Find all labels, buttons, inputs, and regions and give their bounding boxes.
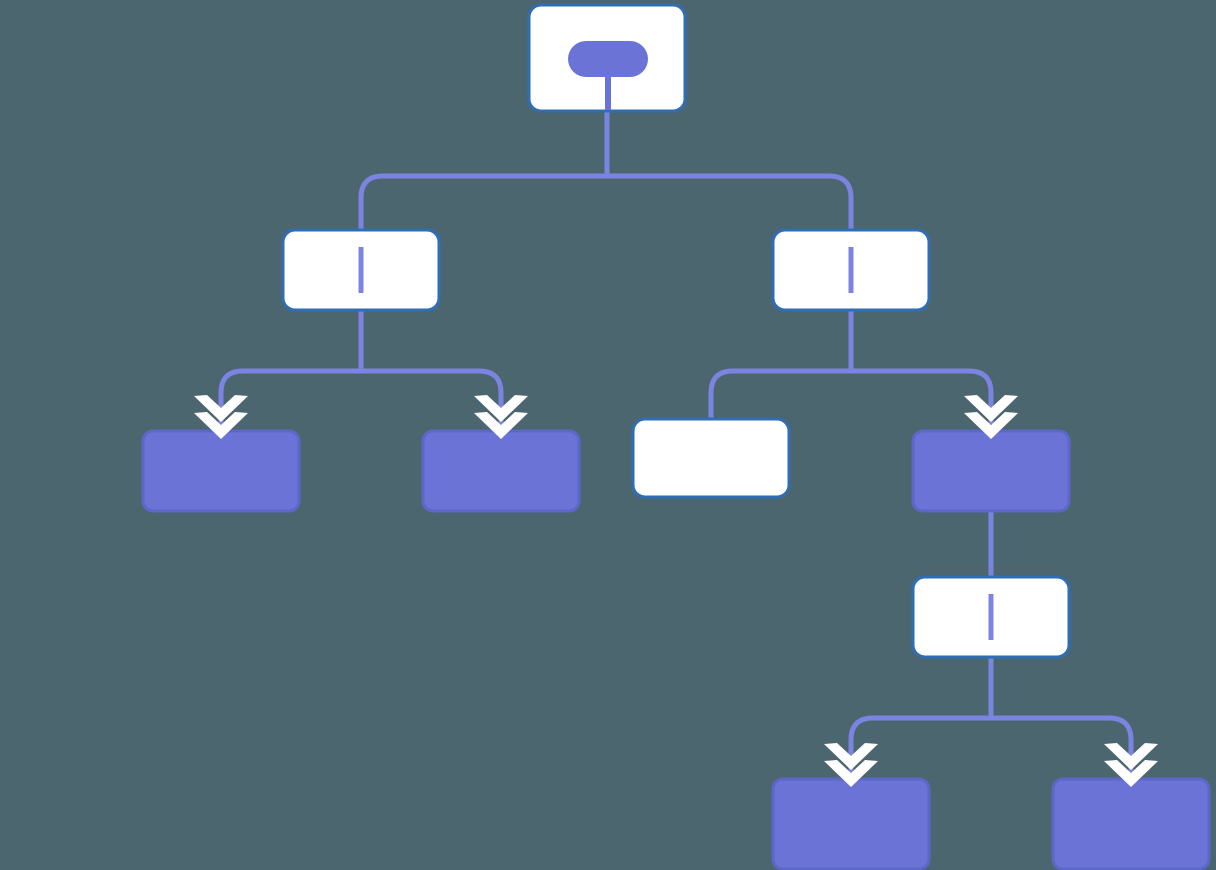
nodes-layer <box>141 3 1211 870</box>
chevron-upper-icon <box>474 395 528 422</box>
chevron-upper-icon <box>194 395 248 422</box>
chevron-upper-icon <box>1104 743 1158 770</box>
node-box[interactable] <box>911 429 1071 513</box>
arrow-marker-bottom-2 <box>1104 743 1158 787</box>
chevron-upper-icon <box>824 743 878 770</box>
chevron-lower-icon <box>474 412 528 439</box>
arrow-marker-leaf-2 <box>474 395 528 439</box>
level3-leaf-2[interactable] <box>421 429 581 513</box>
edge-left-to-leaves <box>218 311 504 430</box>
node-box[interactable] <box>1051 777 1211 870</box>
level3-branch-node[interactable] <box>911 429 1071 513</box>
chevron-lower-icon <box>824 760 878 787</box>
root-pill-badge <box>568 41 648 77</box>
arrow-marker-leaf-1 <box>194 395 248 439</box>
chevron-upper-icon <box>964 395 1018 422</box>
edge-root-to-level2 <box>358 112 854 229</box>
level4-white-node[interactable] <box>911 575 1071 659</box>
chevron-lower-icon <box>194 412 248 439</box>
level5-leaf-1[interactable] <box>771 777 931 870</box>
node-box[interactable] <box>421 429 581 513</box>
chevron-lower-icon <box>1104 760 1158 787</box>
edge-right-to-leaves <box>708 311 994 424</box>
arrow-markers-layer <box>194 395 1158 787</box>
edge-level4-to-leaves <box>848 658 1134 778</box>
node-box[interactable] <box>141 429 301 513</box>
level3-white-leaf[interactable] <box>631 417 791 499</box>
level2-left-node[interactable] <box>281 228 441 312</box>
node-box[interactable] <box>631 417 791 499</box>
arrow-marker-bottom-1 <box>824 743 878 787</box>
root-pill-stem <box>605 73 611 110</box>
level3-leaf-1[interactable] <box>141 429 301 513</box>
chevron-lower-icon <box>964 412 1018 439</box>
edges-layer <box>218 112 1134 778</box>
node-box[interactable] <box>771 777 931 870</box>
level2-right-node[interactable] <box>771 228 931 312</box>
arrow-marker-branch <box>964 395 1018 439</box>
root-node[interactable] <box>527 3 687 113</box>
level5-leaf-2[interactable] <box>1051 777 1211 870</box>
